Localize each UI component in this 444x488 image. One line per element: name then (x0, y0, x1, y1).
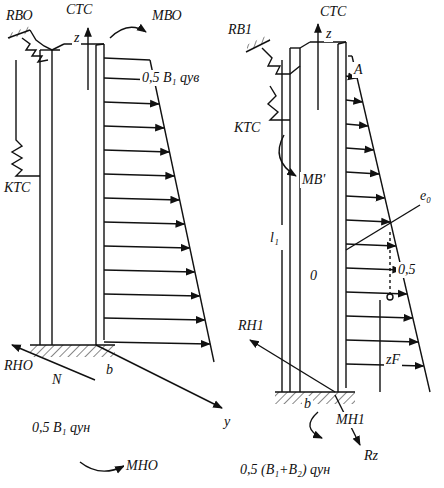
spring-ktc (268, 86, 290, 120)
load-arrow (346, 148, 373, 150)
load-arrow (346, 172, 379, 174)
label: N (50, 372, 63, 388)
z-axis (87, 28, 88, 90)
spring-ktc (12, 60, 40, 176)
ground-line (30, 344, 115, 345)
load-arrow (346, 268, 401, 270)
load-arrow (104, 174, 174, 176)
left-column (40, 44, 104, 345)
label: zF (384, 352, 402, 368)
load-top (104, 58, 150, 60)
dimension-line (389, 232, 390, 295)
label: e₀ (418, 188, 433, 204)
label: b (302, 396, 313, 412)
load-arrow (104, 150, 169, 152)
label: 0,5 (396, 262, 418, 278)
label: l₁ (268, 230, 281, 246)
label: A (352, 62, 365, 78)
load-arrow (104, 102, 159, 104)
spring-ctc (262, 48, 300, 74)
load-arrow (346, 316, 412, 318)
label: RН1 (236, 318, 266, 334)
load-arrow (346, 124, 368, 126)
load-envelope (150, 60, 214, 362)
label: b (104, 362, 115, 378)
spring-ctc (22, 38, 48, 62)
ground-hatch (275, 392, 355, 404)
load-arrow (346, 220, 390, 222)
resultant-line (346, 205, 420, 250)
label: CТС (64, 2, 94, 18)
label: MВО (150, 8, 184, 24)
dimension-line (281, 60, 282, 225)
load-arrow (104, 246, 189, 248)
label: RВО (4, 8, 35, 24)
dimension-line (379, 300, 380, 392)
load-arrows (104, 78, 210, 344)
load-arrow (346, 100, 362, 102)
dimension-line (281, 250, 282, 392)
label: MН1 (334, 412, 367, 428)
moment-arrow (80, 462, 124, 471)
load-arrow (104, 318, 205, 320)
load-arrow (346, 340, 418, 342)
label: MВ' (300, 172, 327, 188)
label: 0,5 В₁ qун (30, 420, 92, 436)
moment-arrow (310, 412, 322, 438)
load-arrow (346, 292, 407, 294)
load-arrow (104, 342, 210, 344)
label: MНО (124, 458, 160, 474)
label: RВ1 (226, 22, 254, 38)
label: z (324, 26, 333, 42)
centroid-point (387, 294, 393, 300)
load-arrow (104, 222, 184, 224)
ground-hatch (30, 345, 115, 357)
load-arrows (346, 76, 424, 366)
label: z (72, 30, 81, 46)
spring-top (30, 30, 60, 50)
load-arrow (104, 126, 164, 128)
label: 0,5 В₁ qув (140, 70, 201, 86)
label: KТС (232, 120, 262, 136)
ground-line (275, 391, 355, 392)
label: RНО (2, 358, 35, 374)
y-axis (96, 345, 222, 408)
z-axis (317, 24, 318, 110)
label: 0,5 (В₁+В₂) qун (238, 462, 332, 478)
label: y (222, 414, 232, 430)
reaction-arrow (250, 340, 335, 392)
moment-arrow (110, 27, 146, 38)
label: 0 (308, 268, 319, 284)
label: KТС (2, 180, 32, 196)
load-arrow (104, 270, 195, 272)
load-arrow (104, 198, 179, 200)
label: CТС (318, 4, 348, 20)
load-arrow (104, 294, 200, 296)
label: Rz (362, 448, 380, 464)
load-arrow (346, 196, 385, 198)
